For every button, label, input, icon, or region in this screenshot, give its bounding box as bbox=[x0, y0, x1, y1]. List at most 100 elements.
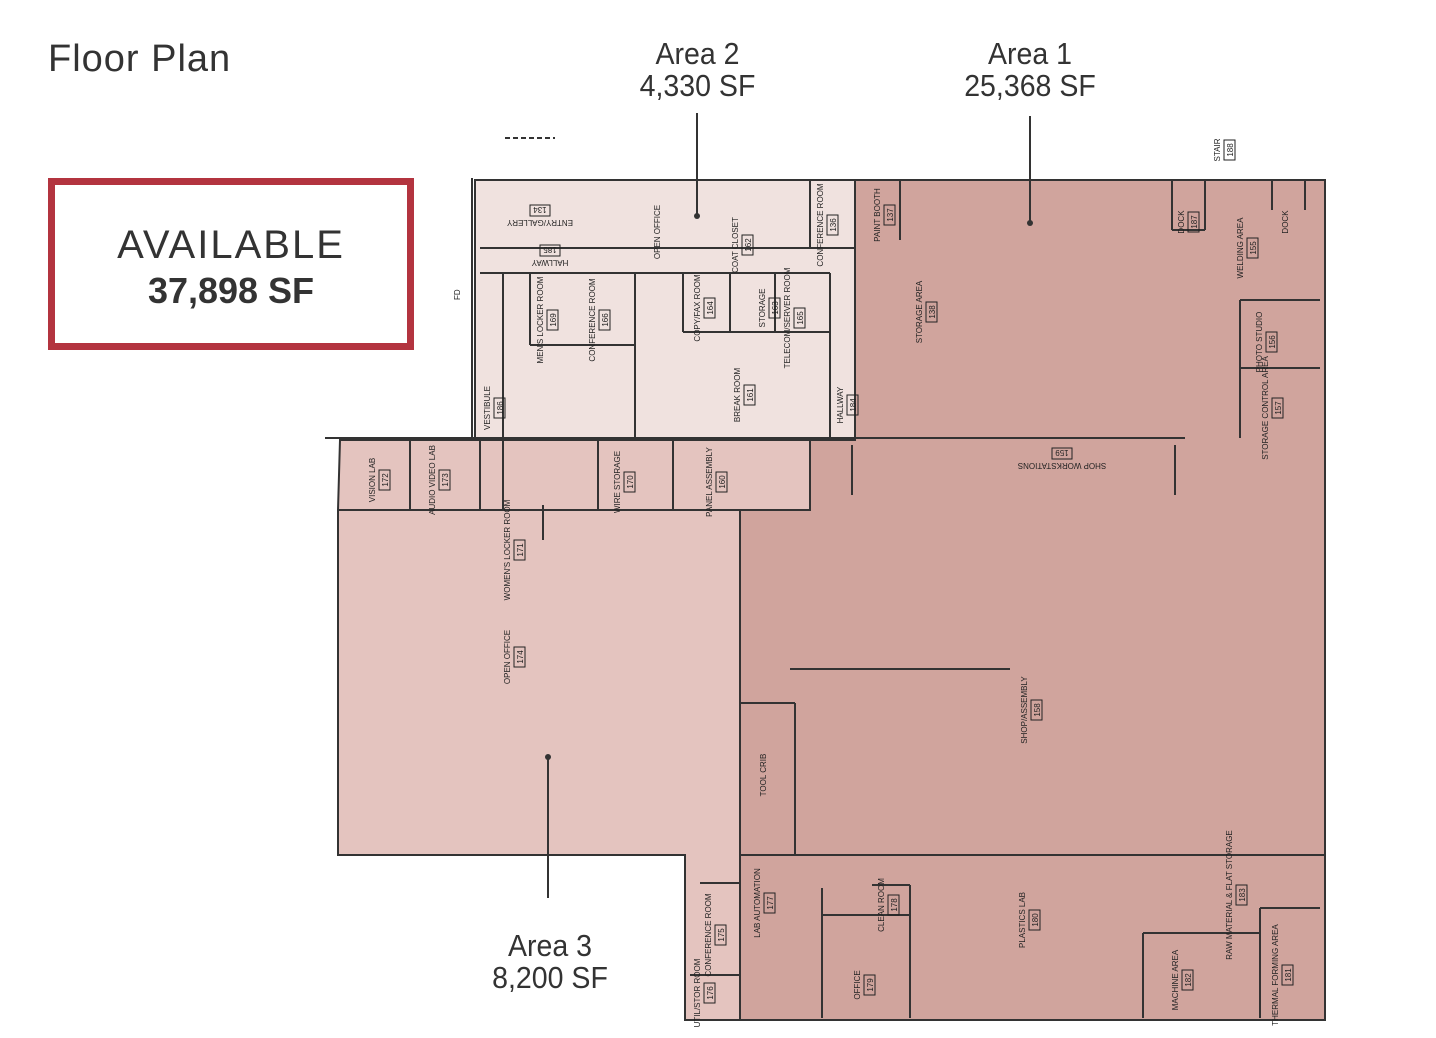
room-number: 136 bbox=[829, 218, 838, 232]
room-name: TELECOM/SERVER ROOM bbox=[783, 267, 792, 368]
room-number-box bbox=[703, 297, 716, 319]
room-number-box bbox=[1028, 909, 1041, 931]
room-label: COAT CLOSET 162 bbox=[731, 217, 754, 273]
room-number: 158 bbox=[1033, 703, 1042, 717]
room-name: LAB AUTOMATION bbox=[753, 868, 762, 938]
page-title: Floor Plan bbox=[48, 38, 232, 80]
room-number: 138 bbox=[928, 305, 937, 319]
room-number: 172 bbox=[381, 473, 390, 487]
room-name: OPEN OFFICE bbox=[653, 205, 662, 259]
area-2-name: Area 2 bbox=[655, 36, 740, 71]
room-number: 159 bbox=[1055, 448, 1069, 457]
area-2-size: 4,330 SF bbox=[639, 68, 756, 103]
room-number-box bbox=[741, 234, 754, 256]
room-label: RAW MATERIAL & FLAT STORAGE 183 bbox=[1225, 830, 1248, 960]
room-name: CLEAN ROOM bbox=[877, 878, 886, 932]
room-name: DOCK bbox=[1177, 210, 1186, 234]
room-number-box bbox=[793, 307, 806, 329]
room-name: PAINT BOOTH bbox=[873, 188, 882, 242]
room-number-box bbox=[513, 539, 526, 561]
room-number-box bbox=[826, 214, 839, 236]
room-number-box bbox=[623, 471, 636, 493]
room-name: WELDING AREA bbox=[1236, 217, 1245, 279]
room-name: COAT CLOSET bbox=[731, 217, 740, 273]
room-label: WELDING AREA 155 bbox=[1236, 217, 1259, 279]
room-number: 166 bbox=[601, 313, 610, 327]
room-number-box bbox=[863, 974, 876, 996]
room-number-box bbox=[598, 309, 611, 331]
room-number: 162 bbox=[744, 238, 753, 252]
room-number-box bbox=[1223, 139, 1236, 161]
available-value: 37,898 SF bbox=[147, 270, 315, 311]
room-number: 183 bbox=[1238, 888, 1247, 902]
room-number-box bbox=[703, 982, 716, 1004]
room-number: 170 bbox=[626, 475, 635, 489]
room-number: 174 bbox=[516, 650, 525, 664]
room-name: BREAK ROOM bbox=[733, 368, 742, 423]
room-name: WIRE STORAGE bbox=[613, 451, 622, 513]
room-number-box bbox=[1271, 397, 1284, 419]
room-name: PHOTO STUDIO bbox=[1255, 312, 1264, 373]
area-1-label: Area 1 25,368 SF bbox=[961, 38, 1099, 102]
room-name: CONFERENCE ROOM bbox=[704, 893, 713, 976]
room-number: 171 bbox=[516, 543, 525, 557]
room-number-box bbox=[925, 301, 938, 323]
room-number: 188 bbox=[1226, 143, 1235, 157]
area-3-size: 8,200 SF bbox=[492, 960, 608, 995]
room-name: RAW MATERIAL & FLAT STORAGE bbox=[1225, 830, 1234, 960]
room-number: 186 bbox=[496, 401, 505, 415]
room-number-box bbox=[1030, 699, 1043, 721]
room-number-box bbox=[546, 309, 559, 331]
room-number-box bbox=[883, 204, 896, 226]
room-number-box bbox=[768, 297, 781, 319]
area-1-name: Area 1 bbox=[987, 36, 1073, 71]
room-number: 184 bbox=[849, 398, 858, 412]
room-number: 155 bbox=[1249, 241, 1258, 255]
room-label: WIRE STORAGE 170 bbox=[613, 451, 636, 513]
room-number-box bbox=[715, 471, 728, 493]
room-number-box bbox=[378, 469, 391, 491]
area-1-size: 25,368 SF bbox=[964, 68, 1096, 103]
room-number-box bbox=[513, 646, 526, 668]
room-number-box bbox=[1051, 447, 1073, 460]
room-number: 163 bbox=[771, 301, 780, 315]
fd-label: FD bbox=[453, 289, 462, 300]
room-label: OPEN OFFICE bbox=[653, 205, 662, 259]
room-number: 164 bbox=[706, 301, 715, 315]
room-number: 178 bbox=[890, 898, 899, 912]
room-number-box bbox=[1265, 331, 1278, 353]
room-name: MEN'S LOCKER ROOM bbox=[536, 276, 545, 363]
room-number-box bbox=[1235, 884, 1248, 906]
room-number: 181 bbox=[1284, 968, 1293, 982]
room-number: 165 bbox=[796, 311, 805, 325]
room-number: 182 bbox=[1184, 973, 1193, 987]
area-3-name: Area 3 bbox=[507, 928, 593, 963]
room-name: STORAGE CONTROL AREA bbox=[1261, 356, 1270, 460]
room-number-box bbox=[714, 924, 727, 946]
room-name: OFFICE bbox=[853, 970, 862, 999]
room-name: UTIL/STOR ROOM bbox=[693, 958, 702, 1027]
room-name: PANEL ASSEMBLY bbox=[705, 447, 714, 517]
room-number-box bbox=[846, 394, 859, 416]
room-name: ENTRY/GALLERY bbox=[506, 218, 573, 227]
room-name: STAIR bbox=[1213, 138, 1222, 161]
room-number-box bbox=[763, 892, 776, 914]
